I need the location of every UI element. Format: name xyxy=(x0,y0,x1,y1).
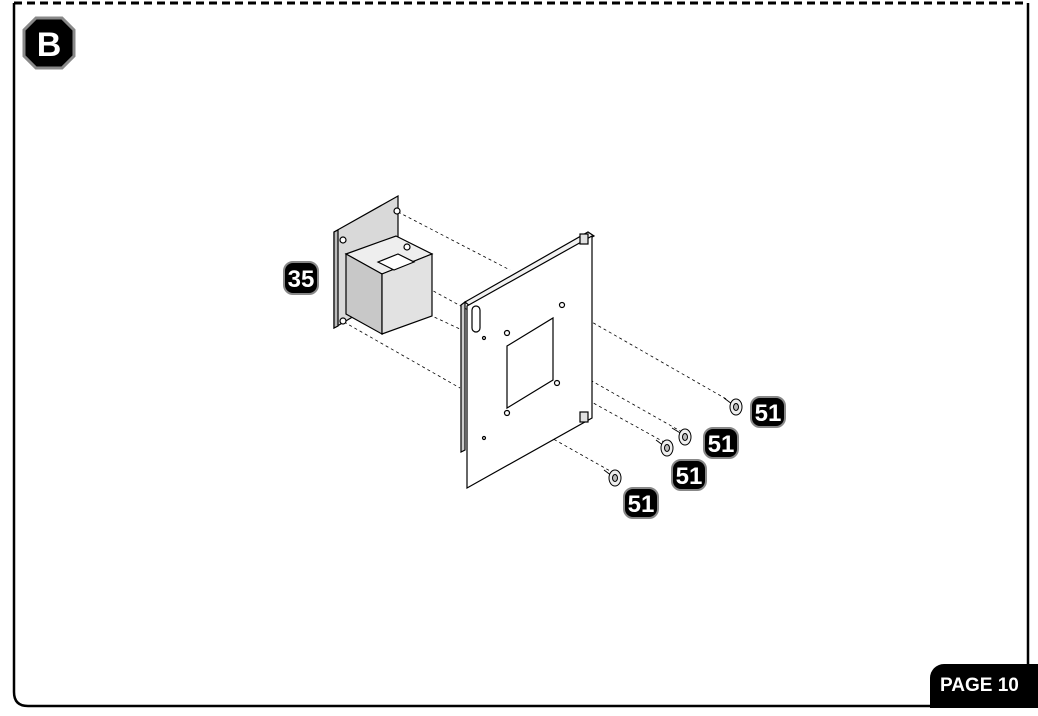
part-callout-51: 51 xyxy=(623,487,659,519)
screw xyxy=(723,397,743,416)
plate-hole xyxy=(481,335,487,341)
mounting-plate xyxy=(460,231,596,490)
plate-tab xyxy=(579,233,589,245)
plate-hole xyxy=(558,301,566,309)
bracket-hole xyxy=(339,317,347,325)
part-callout-51: 51 xyxy=(703,427,739,459)
plate-hole xyxy=(503,409,511,417)
plate-hole xyxy=(553,379,561,387)
plate-slot xyxy=(471,305,481,333)
plate-hole xyxy=(503,329,511,337)
part-number: 51 xyxy=(708,431,735,458)
part-number: 51 xyxy=(628,491,655,518)
bracket-hole xyxy=(393,207,401,215)
plate-tab xyxy=(579,411,589,423)
part-callout-35: 35 xyxy=(283,261,319,295)
screw xyxy=(671,427,692,446)
plate-hole xyxy=(481,435,487,441)
part-number: 51 xyxy=(676,463,703,490)
bracket-hole xyxy=(403,243,411,251)
bracket-hole xyxy=(339,236,347,244)
part-callout-51: 51 xyxy=(671,459,707,491)
part-number: 35 xyxy=(288,266,315,293)
part-callout-51: 51 xyxy=(750,396,786,428)
screw xyxy=(655,439,674,457)
page-number-label: PAGE 10 xyxy=(930,664,1038,708)
step-letter: B xyxy=(37,26,62,64)
mount-bracket xyxy=(333,194,434,336)
part-number: 51 xyxy=(755,400,782,427)
step-badge: B xyxy=(22,16,76,70)
screw xyxy=(603,469,622,487)
